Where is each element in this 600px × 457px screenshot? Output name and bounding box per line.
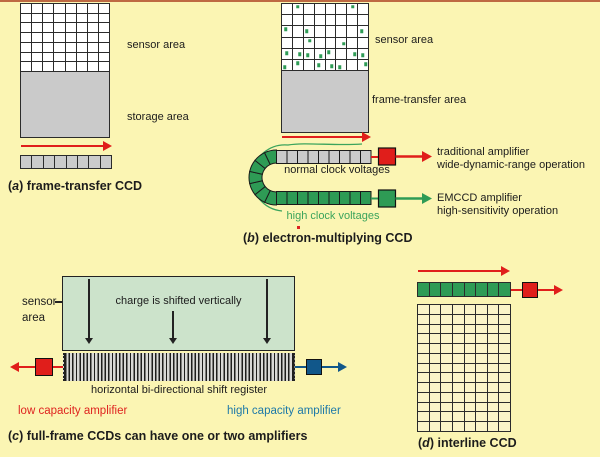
panel-b-sensor-area-label: sensor area bbox=[375, 34, 434, 46]
panel-b-emccd-amp-text: EMCCD amplifier high-sensitivity operati… bbox=[437, 192, 558, 218]
panel-c-down-arrow-left-icon bbox=[85, 279, 92, 344]
panel-b-u-register bbox=[248, 143, 432, 212]
panel-b-frame-transfer-area bbox=[281, 71, 369, 133]
panel-b-normal-clock-label: normal clock voltages bbox=[284, 164, 390, 176]
panel-c-register-label: horizontal bi-directional shift register bbox=[90, 384, 268, 396]
panel-c-high-amp-label: high capacity amplifier bbox=[227, 405, 341, 417]
panel-c-image-area bbox=[62, 276, 295, 351]
panel-d-red-connector bbox=[511, 288, 522, 291]
sensor-label-line1: sensor bbox=[22, 296, 57, 308]
panel-c-caption: (c) full-frame CCDs can have one or two … bbox=[8, 429, 308, 443]
panel-b-traditional-amplifier-node bbox=[377, 147, 397, 166]
top-rule bbox=[0, 0, 600, 2]
panel-d-caption: (d) interline CCD bbox=[418, 436, 517, 450]
panel-b-normal-register-row bbox=[276, 150, 372, 164]
panel-b-emccd-amplifier-node bbox=[377, 189, 397, 208]
panel-a-shift-register bbox=[20, 155, 112, 169]
panel-b-traditional-amp-text: traditional amplifier wide-dynamic-range… bbox=[437, 146, 585, 172]
emccd-amp-line2: high-sensitivity operation bbox=[437, 204, 559, 217]
panel-c-right-output-arrow-icon bbox=[322, 361, 347, 372]
panel-a-readout-arrow-icon bbox=[21, 141, 112, 151]
panel-c-low-amp-label: low capacity amplifier bbox=[18, 405, 128, 417]
panel-c-horizontal-register bbox=[63, 352, 295, 381]
panel-b-bend-cells bbox=[248, 149, 277, 206]
panel-c-low-capacity-amplifier-node bbox=[35, 357, 53, 376]
panel-b-traditional-arrowhead-icon bbox=[422, 151, 432, 162]
panel-b-caption: (b) electron-multiplying CCD bbox=[243, 231, 413, 245]
panel-c-down-arrow-right-icon bbox=[263, 279, 270, 344]
panel-b-photon-dots bbox=[281, 3, 369, 71]
panel-b-frame-transfer-area-label: frame-transfer area bbox=[372, 94, 467, 106]
panel-d-output-arrow-icon bbox=[538, 284, 563, 295]
panel-a-sensor-area-label: sensor area bbox=[127, 39, 186, 51]
emccd-amp-line1: EMCCD amplifier bbox=[437, 192, 522, 204]
panel-b-high-clock-label: high clock voltages bbox=[286, 210, 380, 222]
panel-c-red-connector bbox=[53, 365, 63, 368]
panel-c-sensor-area-label: sensor area bbox=[22, 294, 57, 326]
traditional-amp-line1: traditional amplifier bbox=[437, 146, 530, 158]
panel-c-charge-label: charge is shifted vertically bbox=[115, 295, 242, 307]
panel-c-down-arrow-middle-icon bbox=[169, 311, 176, 344]
panel-c-left-output-arrow-icon bbox=[10, 361, 35, 372]
panel-c-high-capacity-amplifier-node bbox=[306, 358, 322, 375]
panel-a-storage-area-label: storage area bbox=[127, 111, 189, 123]
panel-b-transfer-arrow-icon bbox=[282, 132, 371, 142]
panel-b-multiplying-register-row bbox=[276, 191, 372, 205]
sensor-label-line2: area bbox=[22, 312, 46, 324]
panel-d-readout-arrow-icon bbox=[418, 266, 510, 276]
panel-a-sensor-grid bbox=[20, 3, 110, 72]
panel-d-interline-grid bbox=[417, 304, 511, 432]
panel-c-leader-dash bbox=[55, 301, 62, 303]
panel-a-storage-area bbox=[20, 72, 110, 138]
panel-b-red-dot bbox=[297, 226, 300, 229]
panel-b-emccd-arrowhead-icon bbox=[422, 193, 432, 204]
panel-d-amplifier-node bbox=[522, 281, 538, 298]
traditional-amp-line2: wide-dynamic-range operation bbox=[437, 158, 585, 171]
panel-c-blue-connector bbox=[295, 365, 306, 368]
panel-a-caption: (a) frame-transfer CCD bbox=[8, 179, 143, 193]
panel-d-shift-register bbox=[417, 281, 511, 297]
